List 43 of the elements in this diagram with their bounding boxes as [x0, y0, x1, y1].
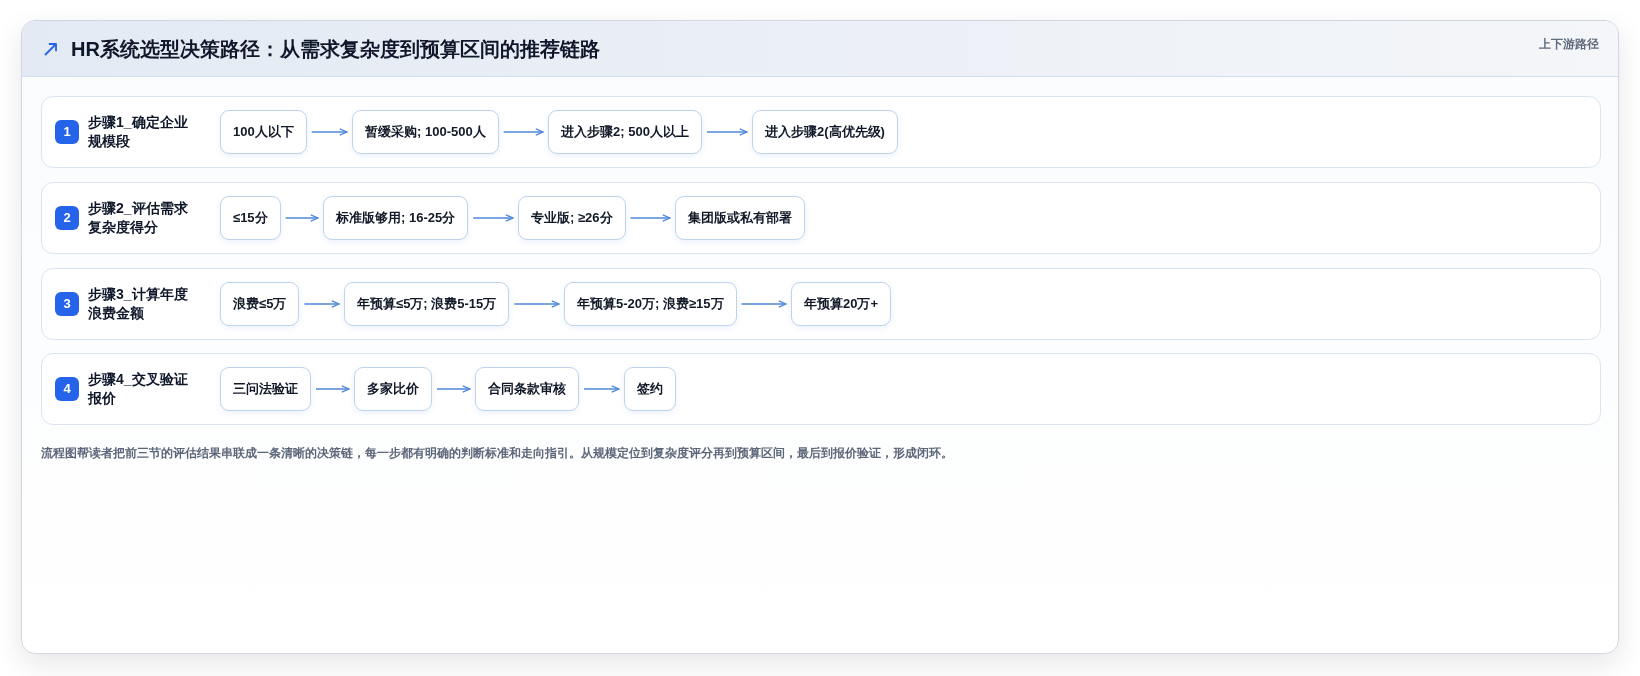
number-badge: 1 — [55, 120, 79, 144]
option-box: 合同条款审核 — [475, 367, 579, 411]
step-row — [41, 182, 1601, 254]
option-box: 签约 — [624, 367, 676, 411]
option-box: 暂缓采购; 100-500人 — [352, 110, 499, 154]
option-box: 标准版够用; 16-25分 — [323, 196, 469, 240]
step-row — [41, 353, 1601, 425]
step-title: 步骤2_评估需求复杂度得分 — [88, 199, 189, 237]
option-box: 年预算5-20万; 浪费≥15万 — [564, 282, 737, 326]
number-badge: 3 — [55, 292, 79, 316]
arrow — [583, 385, 620, 393]
arrow — [629, 214, 671, 222]
step-row — [41, 96, 1601, 168]
step-title: 步骤4_交叉验证报价 — [88, 370, 189, 408]
arrow — [740, 300, 787, 308]
arrow — [303, 300, 340, 308]
step-row — [41, 268, 1601, 340]
arrow — [513, 300, 560, 308]
option-box: 多家比价 — [354, 367, 432, 411]
option-box: 三问法验证 — [220, 367, 311, 411]
number-badge: 2 — [55, 206, 79, 230]
option-box: 进入步骤2; 500人以上 — [548, 110, 702, 154]
option-box: 集团版或私有部署 — [675, 196, 805, 240]
arrow — [315, 385, 350, 393]
header-note: 上下游路径 — [1539, 36, 1599, 52]
option-box: 年预算≤5万; 浪费5-15万 — [344, 282, 510, 326]
arrow — [706, 128, 748, 136]
option-box: 100人以下 — [220, 110, 307, 154]
title: HR系统选型决策路径：从需求复杂度到预算区间的推荐链路 — [71, 37, 600, 62]
step-title: 步骤1_确定企业规模段 — [88, 113, 189, 151]
option-box: 进入步骤2(高优先级) — [752, 110, 898, 154]
caption: 流程图帮读者把前三节的评估结果串联成一条清晰的决策链，每一步都有明确的判断标准和走向指引。从规模定位到复杂度评分再到预算区间，最后到报价验证，形成闭环。 — [41, 445, 953, 461]
arrow — [472, 214, 514, 222]
option-box: 专业版; ≥26分 — [518, 196, 626, 240]
option-box: 浪费≤5万 — [220, 282, 300, 326]
arrow — [284, 214, 319, 222]
option-box: 年预算20万+ — [791, 282, 892, 326]
arrow — [311, 128, 348, 136]
option-box: ≤15分 — [220, 196, 281, 240]
number-badge: 4 — [55, 377, 79, 401]
arrow — [502, 128, 544, 136]
step-title: 步骤3_计算年度浪费金额 — [88, 285, 189, 323]
arrow — [436, 385, 471, 393]
